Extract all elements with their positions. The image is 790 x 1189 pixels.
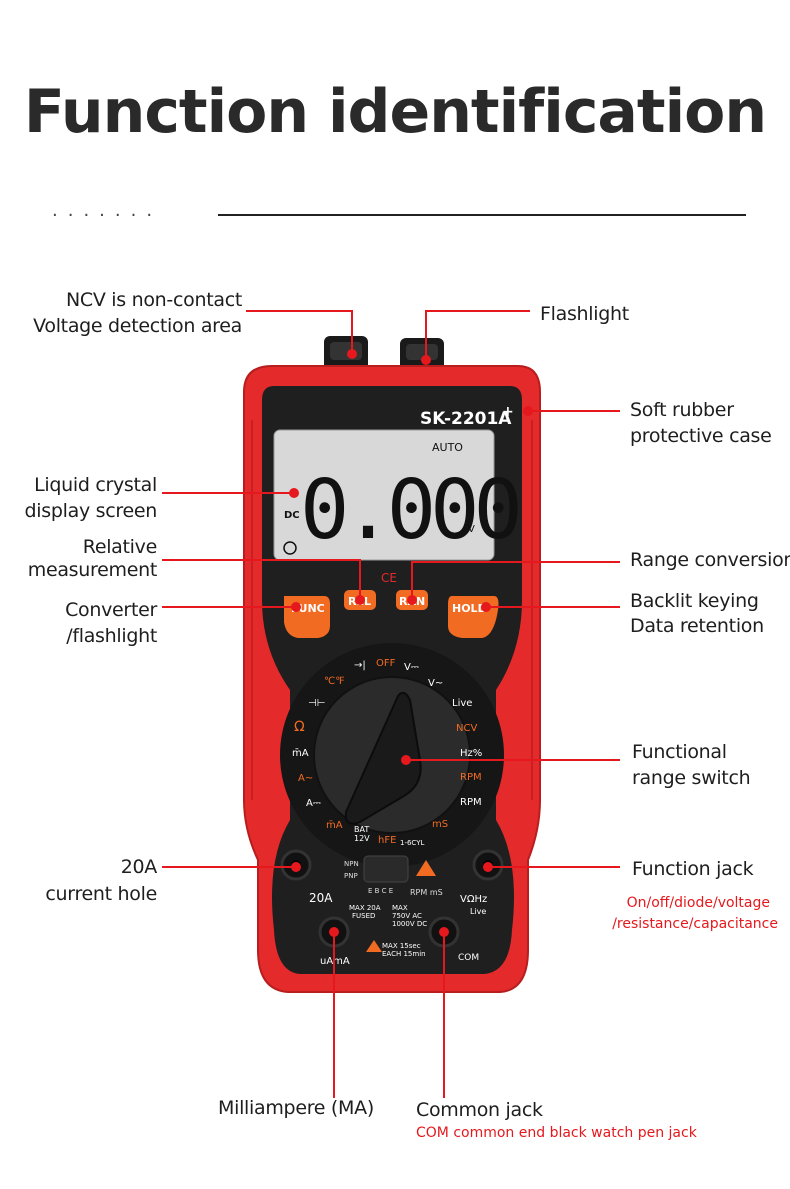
dial-ohm: Ω: [294, 719, 305, 735]
label-converter-2: /flashlight: [66, 625, 157, 647]
max750c-label: 1000V DC: [392, 920, 427, 928]
page-title: Function identification: [23, 77, 767, 147]
dial-off: OFF: [376, 658, 396, 669]
label-backlit-2: Data retention: [630, 615, 764, 637]
dial-diode: →|: [354, 660, 366, 671]
dial-bat: BAT: [354, 825, 369, 834]
lcd-unit: V: [468, 524, 475, 535]
label-function-jack: Function jack: [632, 858, 754, 880]
lcd-screen: [273, 429, 495, 561]
label-functional-2: range switch: [632, 767, 751, 789]
label-flashlight: Flashlight: [540, 303, 629, 325]
rpm-ms-label: RPM mS: [410, 888, 443, 897]
each15-label: EACH 15min: [382, 950, 426, 958]
dial-bat-sub: 12V: [354, 834, 370, 843]
label-current-1: 20A: [120, 856, 158, 878]
decorative-dots: ·······: [52, 205, 163, 226]
divider-line: [218, 214, 746, 216]
vohm-label: VΩHz: [460, 894, 487, 905]
lcd-reading: 0.000: [300, 463, 518, 558]
label-backlit-1: Backlit keying: [630, 590, 759, 612]
warning-icon-2: [366, 940, 382, 952]
svg-text:HOLD: HOLD: [452, 602, 487, 615]
func-button[interactable]: FUNC: [284, 596, 330, 638]
label-common-jack: Common jack: [416, 1099, 543, 1121]
label-ncv-1: NCV is non-contact: [65, 289, 242, 311]
max15-label: MAX 15sec: [382, 942, 421, 950]
hfe-socket: [363, 855, 409, 883]
label-common-sub: COM common end black watch pen jack: [416, 1125, 697, 1141]
label-range-conversion: Range conversion: [630, 549, 790, 571]
dial-cap: ⊣⊢: [308, 698, 325, 709]
dial-ma-dc: m̄A: [326, 820, 343, 831]
dial-vdc: V⎓: [404, 662, 419, 673]
warning-icon: [416, 860, 436, 876]
label-relative-2: measurement: [27, 559, 158, 581]
dial-rpm-4str: RPM: [460, 797, 482, 808]
lcd-auto: AUTO: [432, 441, 463, 454]
label-rubber-1: Soft rubber: [630, 399, 734, 421]
npn-label: NPN: [344, 860, 359, 868]
fused-label: FUSED: [352, 912, 375, 920]
label-ncv-2: Voltage detection area: [33, 315, 242, 337]
label-function-jack-sub-2: /resistance/capacitance: [612, 916, 778, 932]
dial-hfe: hFE: [378, 835, 396, 846]
pnp-label: PNP: [344, 872, 358, 880]
max750b-label: 750V AC: [392, 912, 422, 920]
lcd-power-icon: [283, 541, 297, 555]
dial-vac: V~: [428, 678, 443, 689]
label-relative-1: Relative: [82, 536, 158, 558]
label-rubber-2: protective case: [630, 425, 772, 447]
hold-button[interactable]: HOLD: [448, 596, 499, 638]
dial-ncv: NCV: [456, 723, 477, 734]
callout-lines: [162, 310, 620, 1098]
range-switch-pointer: [344, 691, 422, 825]
label-lcd-2: display screen: [24, 500, 158, 522]
label-current-2: current hole: [45, 883, 157, 905]
dial-hz: Hz%: [460, 748, 482, 759]
dial-a-dc: A⎓: [306, 798, 321, 809]
dial-ma: m̄A: [292, 748, 309, 759]
ce-mark: CE: [381, 571, 397, 585]
dial-live: Live: [452, 698, 472, 709]
jack-20a-label: 20A: [309, 891, 333, 905]
max20a-label: MAX 20A: [349, 904, 381, 912]
dial-rpm-2str: RPM: [460, 772, 482, 783]
model-plus: +: [502, 404, 514, 420]
label-functional-1: Functional: [632, 741, 727, 763]
max750-label: MAX: [392, 904, 408, 912]
model-label: SK-2201A: [420, 409, 512, 429]
live-jack-label: Live: [470, 907, 486, 916]
com-jack-label: COM: [458, 953, 479, 963]
callout-dots: [289, 349, 533, 937]
dial-ms: mS: [432, 819, 448, 830]
label-lcd-1: Liquid crystal: [34, 474, 157, 496]
label-milliampere: Milliampere (MA): [218, 1097, 374, 1119]
lcd-dc: DC: [284, 510, 300, 521]
dial-temp: ℃℉: [324, 676, 345, 687]
dial-cyl: 1-6CYL: [400, 839, 424, 847]
label-converter-1: Converter: [65, 599, 157, 621]
dial-a-ac: A~: [298, 773, 313, 784]
label-function-jack-sub-1: On/off/diode/voltage: [626, 895, 770, 911]
ebce-label: E B C E: [368, 887, 393, 895]
